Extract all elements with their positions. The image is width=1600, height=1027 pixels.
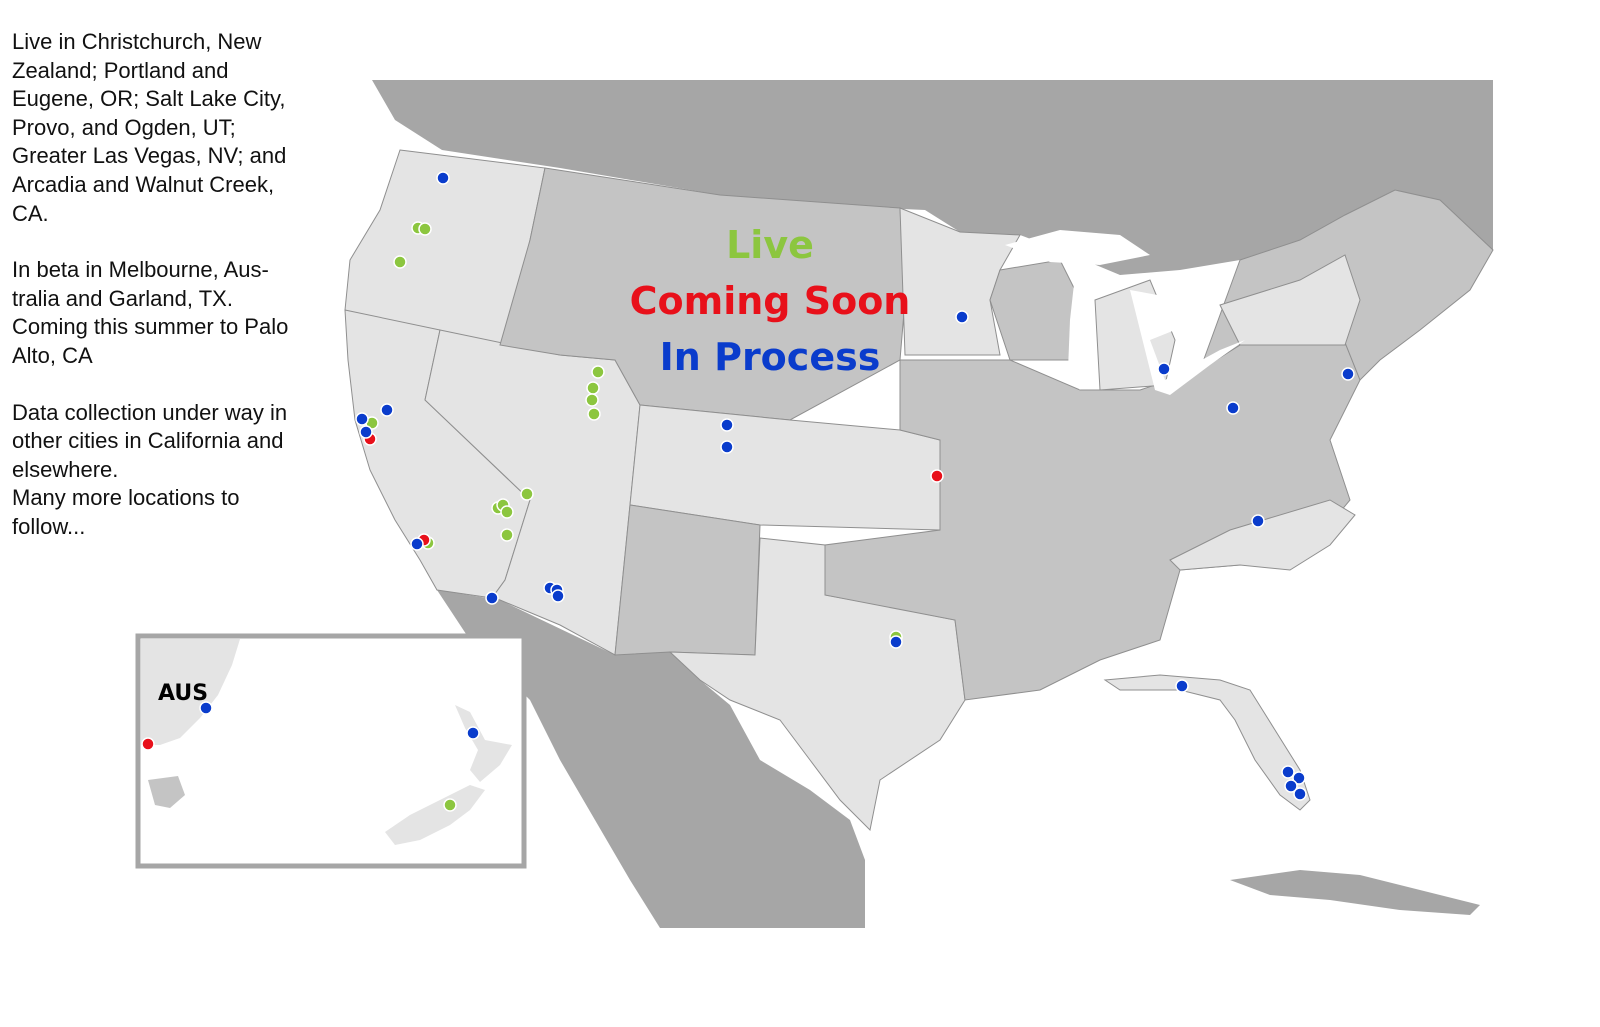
- marker-in-process: [1157, 362, 1171, 376]
- marker-in-process: [1226, 401, 1240, 415]
- mexico-landmass: [437, 590, 865, 928]
- tasmania-landmass: [148, 776, 185, 808]
- marker-in-process: [1293, 787, 1307, 801]
- marker-live: [591, 365, 605, 379]
- marker-in-process: [199, 701, 213, 715]
- description-paragraph-beta: In beta in Melbourne, Aus- tralia and Ga…: [12, 257, 289, 368]
- marker-live: [418, 222, 432, 236]
- marker-coming-soon: [141, 737, 155, 751]
- marker-coming-soon: [930, 469, 944, 483]
- marker-in-process: [720, 418, 734, 432]
- marker-in-process: [410, 537, 424, 551]
- marker-live: [443, 798, 457, 812]
- new-mexico: [614, 504, 761, 656]
- marker-in-process: [1341, 367, 1355, 381]
- marker-in-process: [551, 589, 565, 603]
- marker-live: [586, 381, 600, 395]
- marker-in-process: [1175, 679, 1189, 693]
- description-paragraph-collection: Data collection under way in other citie…: [12, 399, 288, 482]
- marker-in-process: [1251, 514, 1265, 528]
- marker-live: [500, 528, 514, 542]
- marker-in-process: [485, 591, 499, 605]
- marker-live: [393, 255, 407, 269]
- description-paragraph-live: Live in Christchurch, New Zealand; Portl…: [12, 29, 287, 226]
- legend-coming-soon-label: Coming Soon: [630, 279, 911, 323]
- great-lakes-states: [989, 259, 1081, 361]
- marker-live: [500, 505, 514, 519]
- marker-in-process: [380, 403, 394, 417]
- marker-in-process: [955, 310, 969, 324]
- marker-in-process: [359, 425, 373, 439]
- description-text: Live in Christchurch, New Zealand; Portl…: [12, 28, 352, 542]
- cuba-landmass: [1230, 870, 1480, 915]
- marker-live: [587, 407, 601, 421]
- marker-in-process: [889, 635, 903, 649]
- new-york: [1219, 254, 1361, 346]
- lake-michigan: [1068, 275, 1095, 390]
- nz-south-island: [385, 785, 485, 845]
- marker-in-process: [466, 726, 480, 740]
- marker-in-process: [720, 440, 734, 454]
- canada-landmass: [372, 80, 1493, 275]
- legend-in-process-label: In Process: [660, 335, 881, 379]
- marker-in-process: [355, 412, 369, 426]
- marker-in-process: [1292, 771, 1306, 785]
- marker-live: [520, 487, 534, 501]
- lake-superior: [1005, 230, 1150, 265]
- australia-nz-inset: AUS: [135, 633, 527, 869]
- marker-live: [585, 393, 599, 407]
- inset-aus-label: AUS: [158, 681, 208, 706]
- nz-north-island: [455, 705, 512, 782]
- colorado-kansas: [629, 404, 941, 531]
- australia-landmass: [141, 639, 240, 745]
- marker-in-process: [1281, 765, 1295, 779]
- description-paragraph-more: Many more locations to follow...: [12, 485, 240, 539]
- marker-in-process: [436, 171, 450, 185]
- location-markers: [141, 171, 1355, 812]
- legend-live-label: Live: [726, 223, 814, 267]
- marker-in-process: [1284, 779, 1298, 793]
- florida: [1103, 674, 1311, 811]
